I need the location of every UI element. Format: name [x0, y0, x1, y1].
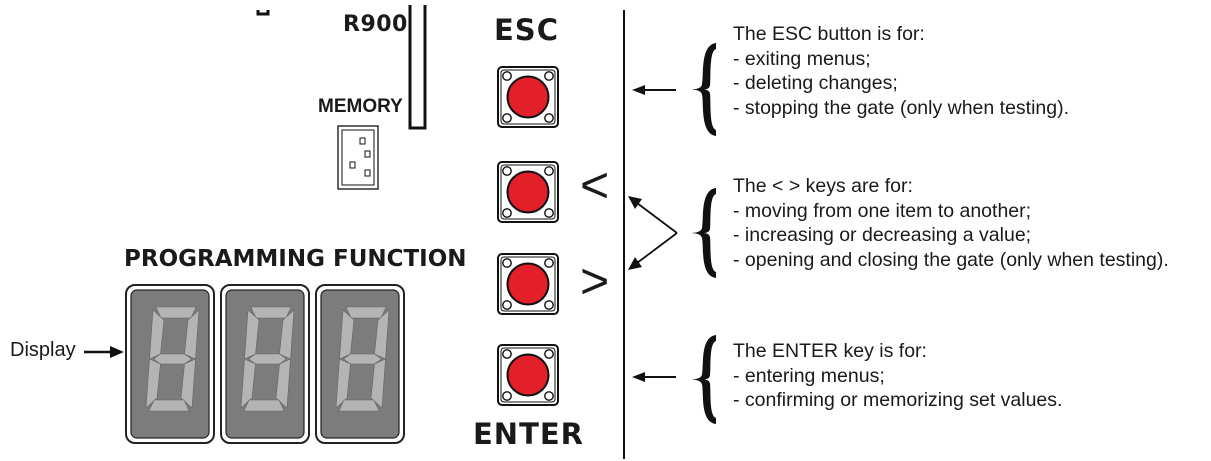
- memory-label: MEMORY: [318, 96, 403, 117]
- display-segment: [247, 353, 288, 365]
- seven-segment-display: [125, 284, 405, 444]
- enter-button[interactable]: [497, 344, 559, 406]
- right-button[interactable]: [497, 253, 559, 315]
- arrows-description-item: - moving from one item to another;: [733, 199, 1032, 222]
- right-arrow-symbol: >: [580, 253, 610, 309]
- display-pointer-label: Display: [10, 339, 76, 361]
- display-digit: [220, 284, 310, 444]
- enter-description-heading: The ENTER key is for:: [733, 340, 927, 362]
- arrows-description: The < > keys are for: - moving from one …: [733, 174, 1169, 272]
- arrows-description-heading: The < > keys are for:: [733, 175, 913, 197]
- display-segment: [250, 306, 292, 319]
- display-segment: [342, 353, 383, 365]
- display-digit: [125, 284, 215, 444]
- esc-description-heading: The ESC button is for:: [733, 23, 925, 45]
- display-segment: [275, 358, 291, 409]
- left-arrow-symbol: <: [580, 157, 610, 213]
- display-segment: [370, 358, 386, 409]
- display-segment: [180, 358, 196, 409]
- display-segment: [243, 399, 285, 412]
- display-segment: [148, 399, 190, 412]
- enter-label: ENTER: [473, 417, 585, 451]
- esc-arrow-icon: [632, 85, 676, 95]
- arrows-description-item: - increasing or decreasing a value;: [733, 224, 1032, 246]
- display-segment: [155, 306, 197, 319]
- left-button[interactable]: [497, 161, 559, 223]
- esc-button[interactable]: [497, 66, 559, 128]
- display-segment: [240, 358, 256, 409]
- esc-description-item: - deleting changes;: [733, 72, 898, 94]
- enter-description-item: - entering menus;: [733, 364, 885, 387]
- display-segment: [335, 358, 351, 409]
- esc-brace-icon: [689, 43, 716, 136]
- display-segment: [345, 306, 387, 319]
- display-title: PROGRAMMING FUNCTION: [124, 246, 467, 272]
- arrows-description-item: - opening and closing the gate (only whe…: [733, 248, 1169, 271]
- esc-description: The ESC button is for: - exiting menus; …: [733, 22, 1069, 120]
- esc-label: ESC: [494, 13, 559, 47]
- arrow-keys-pointer-icon: [628, 196, 678, 270]
- esc-description-item: - exiting menus;: [733, 47, 871, 70]
- enter-description: The ENTER key is for: - entering menus; …: [733, 339, 1062, 413]
- board-corner-mark: [256, 10, 270, 16]
- enter-brace-icon: [689, 335, 716, 424]
- display-digit: [315, 284, 405, 444]
- display-arrow-icon: [84, 346, 124, 358]
- display-segment: [338, 399, 380, 412]
- r900-label: R900: [343, 12, 408, 37]
- enter-arrow-icon: [632, 372, 676, 382]
- memory-connector: [337, 125, 379, 190]
- display-segment: [145, 358, 161, 409]
- esc-description-item: - stopping the gate (only when testing).: [733, 96, 1070, 119]
- board-slot: [408, 5, 427, 130]
- arrows-brace-icon: [689, 188, 716, 278]
- display-segment: [152, 353, 193, 365]
- enter-description-item: - confirming or memorizing set values.: [733, 389, 1063, 411]
